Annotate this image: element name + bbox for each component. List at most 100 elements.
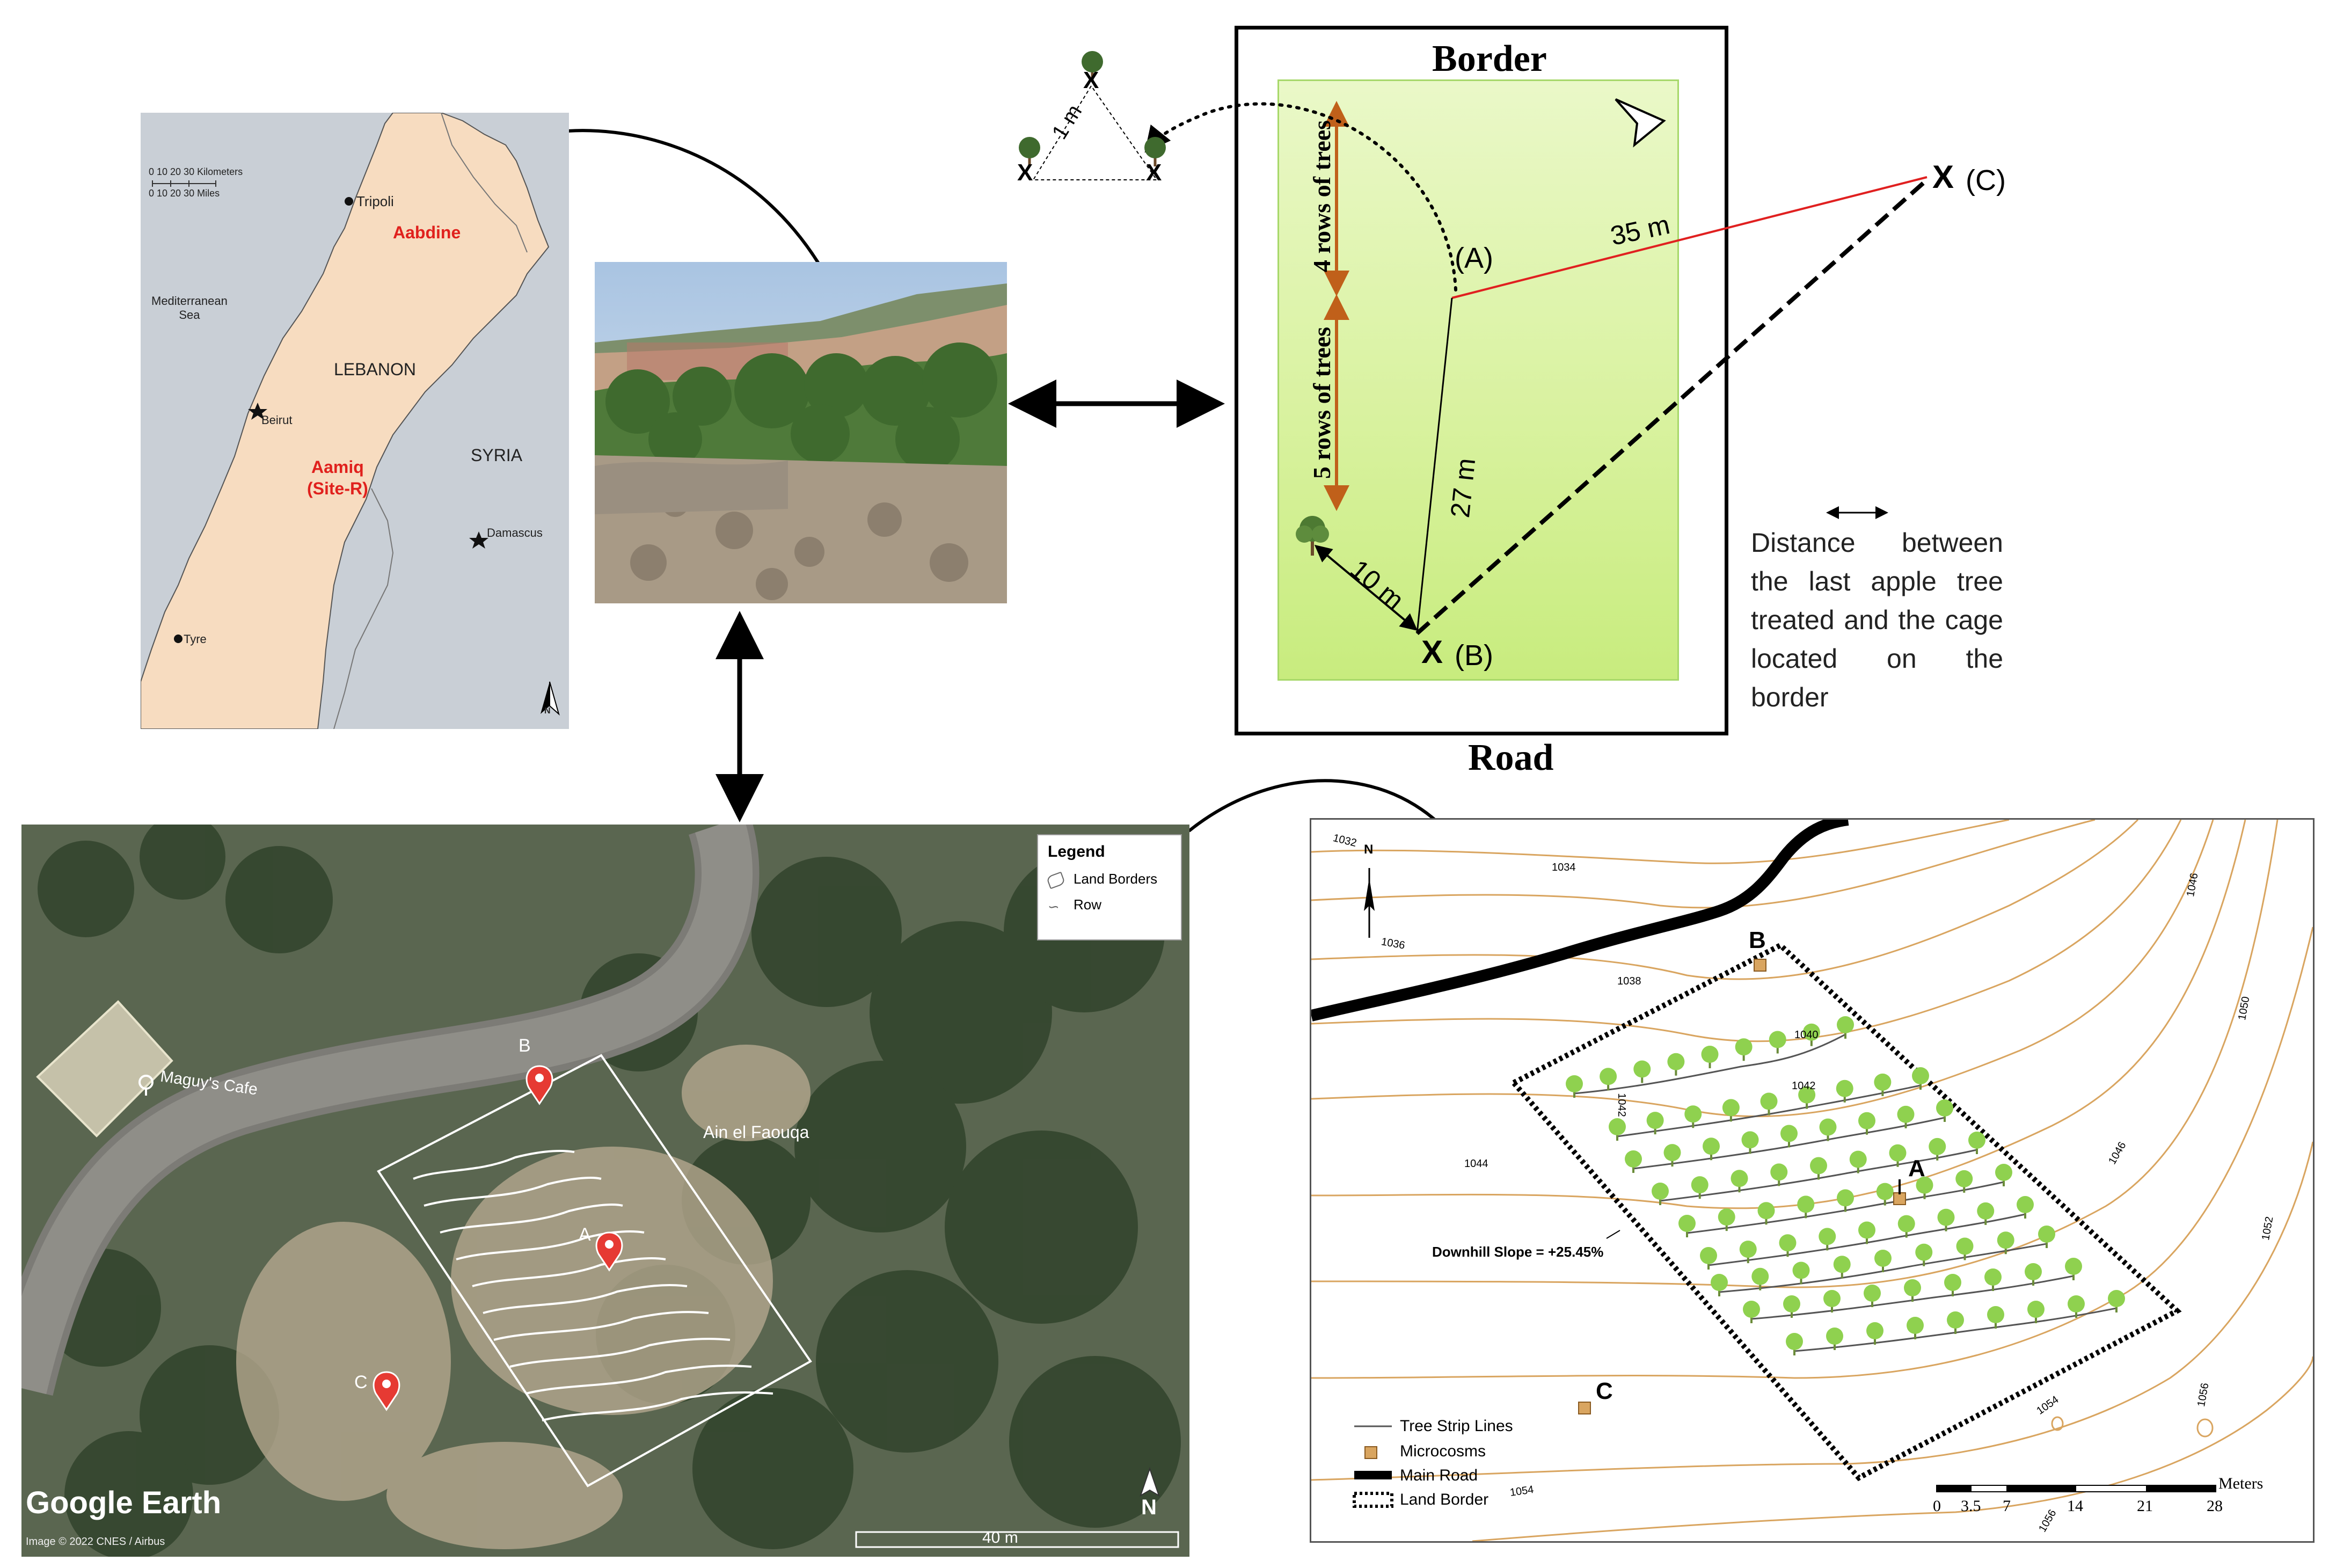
land-border bbox=[1509, 942, 2182, 1482]
tree-icon bbox=[1735, 1038, 1753, 1061]
satellite-legend: Legend Land Borders ∽ Row bbox=[1037, 834, 1182, 940]
tree-icon bbox=[1718, 1208, 1735, 1231]
tree-icon bbox=[2065, 1258, 2082, 1280]
tree-icon bbox=[1858, 1112, 1875, 1135]
contour-north-label: N bbox=[1364, 842, 1374, 857]
contour-north-icon bbox=[1364, 868, 1375, 938]
main-road bbox=[1311, 820, 1849, 1022]
tree-icon bbox=[1944, 1274, 1961, 1296]
legend-title: Legend bbox=[1048, 843, 1105, 860]
schematic-north-arrow bbox=[1615, 98, 1666, 148]
tree-icon bbox=[1691, 1176, 1709, 1199]
tree-icon bbox=[1956, 1237, 1974, 1260]
tree-icon bbox=[1566, 1075, 1583, 1098]
tree-icon bbox=[1984, 1268, 2002, 1291]
label-a: A bbox=[1908, 1155, 1925, 1182]
tree-icon bbox=[1929, 1137, 1946, 1161]
tree-icon bbox=[1810, 1157, 1827, 1180]
tree-icon bbox=[1874, 1250, 1892, 1272]
legend-border-swatch bbox=[1353, 1492, 1393, 1508]
scale-tick-label: 7 bbox=[2003, 1497, 2011, 1515]
tree-b-arrow bbox=[1314, 544, 1418, 631]
tree-icon bbox=[1663, 1144, 1681, 1167]
tree-icon bbox=[1739, 1241, 1757, 1264]
contour-label: 1044 bbox=[1464, 1158, 1488, 1170]
legend-row-label: Row bbox=[1074, 896, 1102, 913]
beirut-label: Beirut bbox=[261, 413, 293, 427]
tree-icon bbox=[1997, 1231, 2014, 1255]
google-earth-watermark: Google Earth bbox=[26, 1485, 222, 1520]
tree-icon bbox=[1701, 1046, 1719, 1068]
tree-icon bbox=[2038, 1226, 2055, 1248]
line-a-b bbox=[1416, 297, 1453, 634]
cafe-pin-icon bbox=[138, 1075, 154, 1096]
marker-a-label: A bbox=[579, 1224, 591, 1245]
land-border bbox=[377, 1054, 812, 1487]
tree-icon bbox=[1019, 137, 1040, 166]
marker-b-pin bbox=[525, 1065, 553, 1105]
point-b-x: X bbox=[1421, 634, 1443, 670]
tree-icon bbox=[2108, 1290, 2125, 1312]
beirut-star bbox=[248, 403, 267, 420]
aabdine-label: Aabdine bbox=[393, 223, 461, 242]
damascus-label: Damascus bbox=[487, 526, 543, 539]
tree-icon bbox=[1769, 1031, 1786, 1054]
tree-icon bbox=[1678, 1215, 1696, 1237]
satellite-north-icon bbox=[1140, 1467, 1160, 1497]
tree-icon bbox=[1797, 1195, 1815, 1219]
tree-icon bbox=[1836, 1080, 1853, 1103]
tree-icon bbox=[1780, 1125, 1798, 1148]
label-c: C bbox=[1596, 1378, 1613, 1404]
distance-note: Distance between the last apple tree tre… bbox=[1751, 528, 2003, 712]
tree-icon bbox=[1837, 1189, 1854, 1212]
tree-icon bbox=[1936, 1099, 1953, 1122]
tree-icon bbox=[1904, 1279, 1921, 1302]
tree-icon bbox=[1757, 1202, 1775, 1225]
line-b-c bbox=[1415, 178, 1929, 635]
damascus-star bbox=[469, 531, 488, 549]
contour-label: 1042 bbox=[1615, 1093, 1627, 1117]
dotted-arc bbox=[1144, 102, 1457, 291]
legend-road-swatch bbox=[1354, 1471, 1392, 1479]
tree-icon bbox=[1947, 1311, 1964, 1334]
tree-icon bbox=[1937, 1208, 1955, 1231]
scale-mi-label: 0 10 20 30 Miles bbox=[149, 188, 220, 199]
contour-label: 1034 bbox=[1552, 862, 1576, 873]
border-line bbox=[441, 113, 528, 253]
tree-icon bbox=[1858, 1221, 1875, 1244]
contour-label: 1040 bbox=[1794, 1029, 1819, 1041]
tree-icon bbox=[1907, 1317, 1924, 1339]
tree-icon bbox=[1711, 1274, 1728, 1296]
tripoli-label: Tripoli bbox=[356, 193, 394, 209]
land-border-icon bbox=[1046, 871, 1066, 889]
tree-icon bbox=[1915, 1243, 1933, 1266]
tree-icon bbox=[1751, 1267, 1769, 1290]
tree-icon bbox=[1819, 1228, 1836, 1251]
legend-border-label: Land Border bbox=[1400, 1491, 1489, 1508]
tree-icon bbox=[1296, 516, 1329, 556]
scale-tick-label: 28 bbox=[2207, 1497, 2223, 1515]
tree-icon bbox=[1609, 1118, 1626, 1141]
tree-triangle bbox=[1032, 85, 1158, 180]
tree-icon bbox=[1783, 1295, 1800, 1318]
lebanon-land bbox=[141, 113, 550, 729]
point-b-label: (B) bbox=[1455, 639, 1493, 672]
map-scale-bar bbox=[152, 180, 216, 187]
tree-icon bbox=[1646, 1112, 1664, 1135]
orchard-photo bbox=[595, 262, 1007, 603]
cafe-building bbox=[36, 1000, 173, 1137]
legend-micro-label: Microcosms bbox=[1400, 1442, 1486, 1460]
tree-icon bbox=[1897, 1105, 1915, 1128]
satellite-scale-label: 40 m bbox=[982, 1529, 1018, 1547]
tree-icon bbox=[1802, 1023, 1820, 1046]
contour-lines bbox=[1311, 820, 2313, 1541]
tree-icon bbox=[1760, 1092, 1778, 1115]
legend-road-label: Main Road bbox=[1400, 1467, 1478, 1484]
contour-scale-bar bbox=[1936, 1485, 2216, 1492]
rows4-label: 4 rows of trees bbox=[1308, 120, 1336, 272]
tree-icon bbox=[1144, 137, 1166, 166]
tree-icon bbox=[1770, 1163, 1788, 1186]
label-b: B bbox=[1749, 927, 1766, 953]
tree-icon bbox=[1082, 51, 1103, 81]
tyre-dot bbox=[174, 635, 182, 643]
